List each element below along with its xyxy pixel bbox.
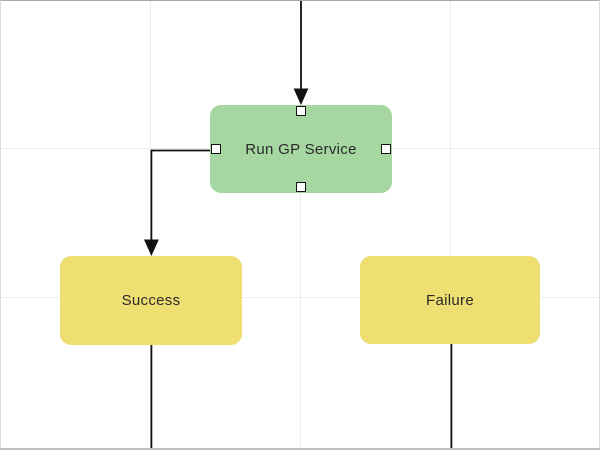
connection-handle-top[interactable] (296, 106, 306, 116)
connection-handle-bottom[interactable] (296, 182, 306, 192)
node-failure[interactable]: Failure (360, 256, 540, 344)
grid-line-vertical (300, 1, 301, 448)
arrowhead-into-run-gp-service (293, 88, 309, 105)
connector-run-gp-service-to-success[interactable] (150, 149, 213, 242)
grid-line-horizontal (1, 297, 599, 298)
node-failure-label: Failure (426, 291, 474, 309)
grid-line-vertical (450, 1, 451, 448)
connection-handle-left[interactable] (211, 144, 221, 154)
arrowhead-into-success (144, 239, 159, 256)
node-success-label: Success (121, 292, 181, 309)
node-run-gp-service[interactable]: Run GP Service (210, 105, 392, 193)
node-run-gp-service-label: Run GP Service (245, 140, 357, 158)
node-success[interactable]: Success (60, 256, 242, 345)
connection-handle-right[interactable] (381, 144, 391, 154)
